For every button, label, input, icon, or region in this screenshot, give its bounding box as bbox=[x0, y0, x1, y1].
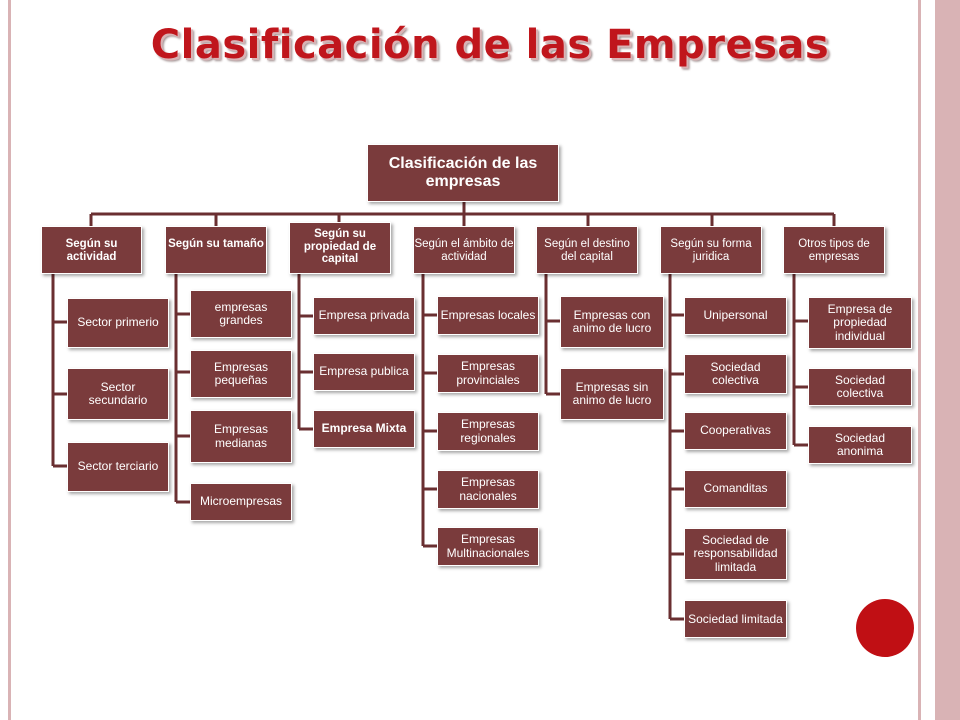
leaf-node: Empresa Mixta bbox=[313, 410, 415, 448]
leaf-node: Empresas Multinacionales bbox=[437, 527, 539, 566]
leaf-node: Empresas regionales bbox=[437, 412, 539, 451]
leaf-node: Sociedad limitada bbox=[684, 600, 787, 638]
leaf-node: Empresas medianas bbox=[190, 410, 292, 463]
leaf-node: Sociedad de responsabilidad limitada bbox=[684, 528, 787, 580]
category-node-propiedad: Según su propiedad de capital bbox=[289, 222, 391, 274]
leaf-node: Empresas pequeñas bbox=[190, 350, 292, 398]
leaf-node: Sociedad colectiva bbox=[684, 354, 787, 394]
leaf-node: Sector secundario bbox=[67, 368, 169, 420]
leaf-node: Empresa privada bbox=[313, 297, 415, 335]
leaf-node: Empresas locales bbox=[437, 296, 539, 335]
leaf-node: Empresa de propiedad individual bbox=[808, 297, 912, 349]
left-frame-stripe bbox=[8, 0, 11, 720]
leaf-node: Sociedad colectiva bbox=[808, 368, 912, 406]
leaf-node: Sociedad anonima bbox=[808, 426, 912, 464]
leaf-node: Cooperativas bbox=[684, 412, 787, 450]
leaf-node: Microempresas bbox=[190, 483, 292, 521]
leaf-node: Empresas con animo de lucro bbox=[560, 296, 664, 348]
leaf-node: Empresas provinciales bbox=[437, 354, 539, 393]
leaf-node: Empresas sin animo de lucro bbox=[560, 368, 664, 420]
leaf-node: Sector primerio bbox=[67, 298, 169, 348]
category-node-ambito: Según el ámbito de actividad bbox=[413, 226, 515, 274]
leaf-node: Empresa publica bbox=[313, 353, 415, 391]
category-node-destino: Según el destino del capital bbox=[536, 226, 638, 274]
decorative-red-circle bbox=[856, 599, 914, 657]
leaf-node: Empresas nacionales bbox=[437, 470, 539, 509]
category-node-otros: Otros tipos de empresas bbox=[783, 226, 885, 274]
right-frame-stripe bbox=[918, 0, 921, 720]
leaf-node: Sector terciario bbox=[67, 442, 169, 492]
category-node-tamano: Según su tamaño bbox=[165, 226, 267, 274]
category-node-forma-juridica: Según su forma juridica bbox=[660, 226, 762, 274]
slide-title: Clasificación de las Empresas bbox=[150, 22, 830, 68]
leaf-node: Comanditas bbox=[684, 470, 787, 508]
category-node-actividad: Según su actividad bbox=[41, 226, 142, 274]
leaf-node: Unipersonal bbox=[684, 297, 787, 335]
leaf-node: empresas grandes bbox=[190, 290, 292, 338]
diagram-root-node: Clasificación de las empresas bbox=[367, 144, 559, 202]
right-frame-band bbox=[932, 0, 960, 720]
